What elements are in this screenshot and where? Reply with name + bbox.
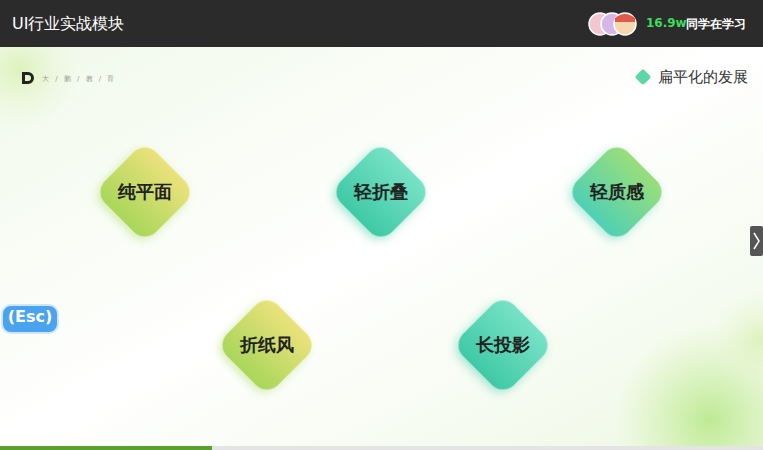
diamond-node: 纯平面 bbox=[94, 141, 196, 243]
diamond-node: 折纸风 bbox=[216, 294, 318, 396]
diamond-node: 长投影 bbox=[452, 294, 554, 396]
diamond-node: 轻质感 bbox=[566, 141, 668, 243]
brand-text: 大 / 鹏 / 教 / 育 bbox=[42, 74, 116, 84]
node-label: 轻折叠 bbox=[354, 180, 408, 204]
node-label: 折纸风 bbox=[240, 333, 294, 357]
slide-title: 扁平化的发展 bbox=[658, 68, 748, 87]
learner-count: 16.9w bbox=[646, 16, 687, 30]
node-label: 轻质感 bbox=[590, 180, 644, 204]
node-label: 纯平面 bbox=[118, 180, 172, 204]
diamond-node: 轻折叠 bbox=[330, 141, 432, 243]
learner-text: 同学在学习 bbox=[686, 16, 746, 33]
node-label: 长投影 bbox=[476, 333, 530, 357]
esc-button: (Esc) bbox=[4, 307, 56, 326]
app-title: UI行业实战模块 bbox=[12, 14, 124, 35]
